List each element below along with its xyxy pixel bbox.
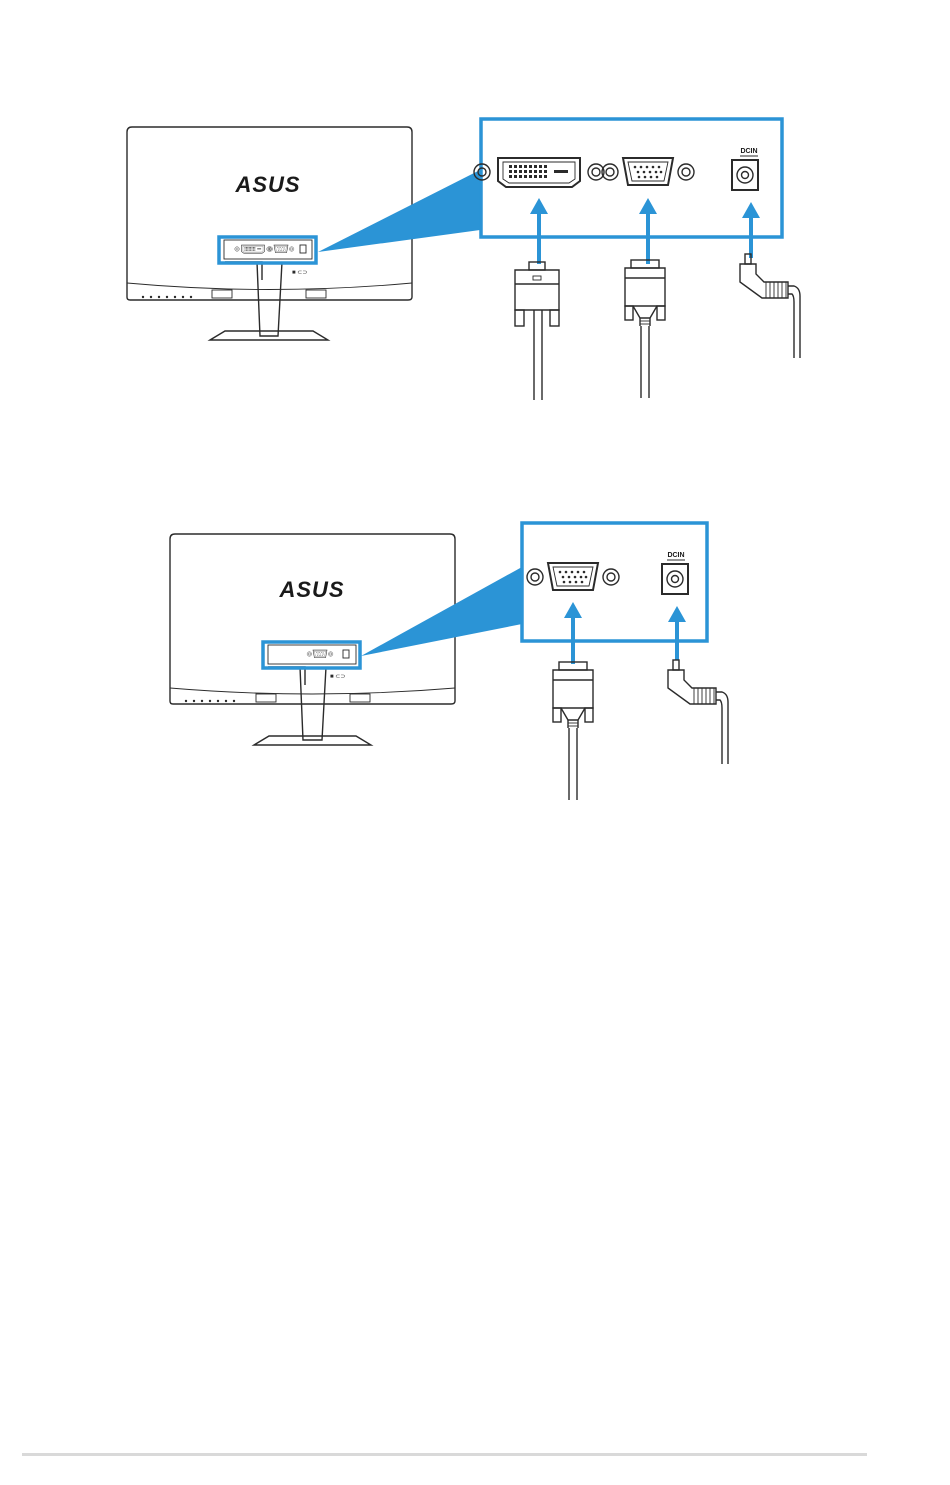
dcin-label-1: DCIN	[740, 148, 757, 155]
vga-port-2	[527, 563, 619, 590]
lock-icon: ■ ⊂⊃	[292, 270, 307, 276]
insert-arrows-1	[530, 198, 760, 264]
port-panel-2	[522, 523, 707, 641]
dc-in-port-2	[662, 564, 688, 594]
asus-logo-1: ASUS	[234, 172, 300, 197]
dc-in-port	[732, 160, 758, 190]
vga-cable-plug-2	[553, 662, 593, 800]
zoom-callout-2	[361, 567, 522, 656]
vga-cable-plug	[625, 260, 665, 398]
zoom-callout-1	[318, 170, 480, 252]
dvi-port	[474, 158, 604, 187]
power-cable-plug	[740, 254, 800, 358]
diagram-1: ASUS ■ ⊂⊃ DCIN	[127, 119, 800, 400]
lock-icon-2: ■ ⊂⊃	[330, 674, 345, 680]
vga-port	[602, 158, 694, 185]
dvi-cable-plug	[515, 262, 559, 400]
footer-rule	[22, 1453, 867, 1456]
insert-arrows-2	[564, 602, 686, 664]
power-cable-plug-2	[668, 660, 728, 764]
dcin-label-2: DCIN	[667, 552, 684, 559]
asus-logo-2: ASUS	[278, 577, 344, 602]
diagram-2: ASUS ■ ⊂⊃ DCIN	[170, 523, 728, 800]
